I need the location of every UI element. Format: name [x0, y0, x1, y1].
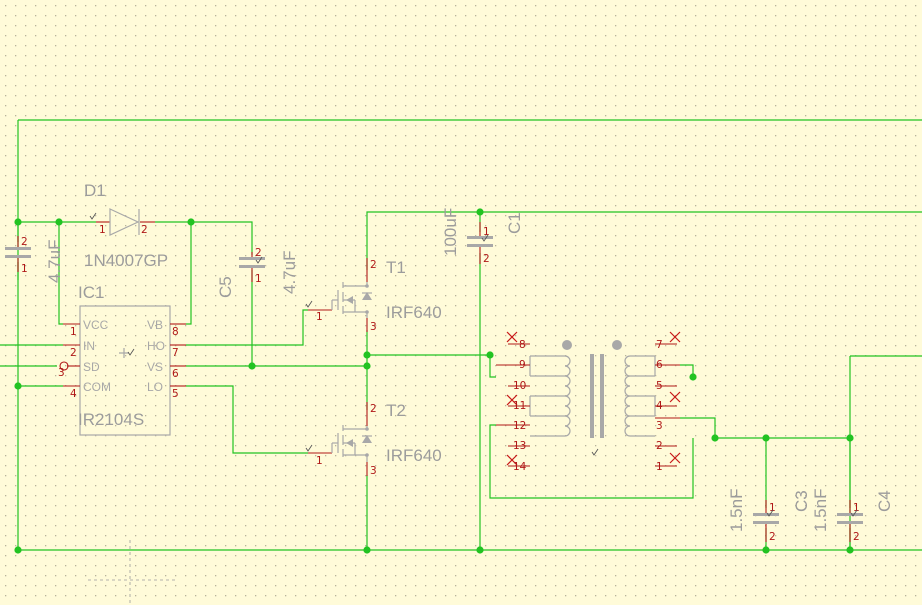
c1-pin-2: 2	[483, 253, 490, 265]
tr-pin-9: 9	[519, 359, 526, 371]
ic1-pin-sd-name: SD	[83, 360, 100, 374]
wire-lo-gate2	[186, 385, 308, 454]
wire-vcc-to-ic	[58, 222, 63, 325]
d1-pin-1: 1	[99, 224, 106, 236]
ic1-pin-vs-name: VS	[147, 360, 163, 374]
ic1-pin-in-num: 2	[70, 347, 77, 359]
junctions	[14, 208, 854, 554]
wire-t1-drain	[366, 211, 922, 270]
t1-pin-source: 3	[370, 321, 377, 333]
d1-value: 1N4007GP	[84, 251, 168, 270]
ic-ir2104s[interactable]: IC1 IR2104S 1 2 3 4 VCC IN SD COM 8 7 6 …	[58, 283, 186, 436]
tr-pin-11: 11	[513, 400, 526, 412]
t1-value: IRF640	[386, 303, 442, 322]
tr-pin-8: 8	[519, 339, 526, 351]
c3-value: 1.5nF	[727, 489, 746, 532]
t2-pin-drain: 2	[370, 403, 377, 415]
c4-pin-2: 2	[853, 531, 860, 543]
tr-pin-10: 10	[513, 380, 526, 392]
ic1-pin-com-name: COM	[83, 380, 111, 394]
ic1-pin-com-num: 4	[70, 388, 77, 400]
t1-pin-drain: 2	[370, 259, 377, 271]
d1-pin-2: 2	[141, 224, 148, 236]
c5-value: 4.7uF	[280, 251, 299, 294]
wire-tr3	[680, 417, 850, 439]
t1-pin-gate: 1	[316, 311, 323, 323]
c-left-value: 4.7uF	[45, 240, 64, 283]
tr-pin-6: 6	[656, 359, 663, 371]
capacitor-c5[interactable]: 2 1 C5 4.7uF	[216, 247, 299, 298]
tr-pin-2: 2	[656, 440, 663, 452]
tr-pin-7: 7	[656, 339, 663, 351]
t2-ref: T2	[386, 401, 406, 420]
mosfet-t1[interactable]: 2 1 3 T1 IRF640	[305, 258, 442, 333]
ic1-pin-lo-name: LO	[147, 380, 163, 394]
t2-pin-source: 3	[370, 465, 377, 477]
t2-pin-gate: 1	[316, 455, 323, 467]
c-left-pin-1: 1	[21, 263, 28, 275]
ic1-pin-vb-num: 8	[172, 326, 179, 338]
c5-pin-1: 1	[255, 273, 262, 285]
ic1-value: IR2104S	[78, 410, 144, 429]
c1-pin-1: 1	[483, 226, 490, 238]
tr-pin-4: 4	[656, 400, 663, 412]
c4-value: 1.5nF	[811, 489, 830, 532]
c3-pin-1: 1	[769, 502, 776, 514]
c3-pin-2: 2	[769, 531, 776, 543]
c3-ref: C3	[792, 490, 811, 512]
capacitor-c1[interactable]: 1 2 100uF C1	[441, 208, 524, 265]
c4-pin-1: 1	[853, 502, 860, 514]
wire-tr6	[680, 364, 694, 377]
mosfet-t2[interactable]: 2 1 3 T2 IRF640	[305, 401, 442, 477]
capacitor-c3[interactable]: 1 2 1.5nF C3	[727, 489, 811, 543]
tr-pin-5: 5	[656, 380, 663, 392]
tr-pin-13: 13	[513, 440, 526, 452]
cursor-crosshair	[88, 540, 178, 605]
ic1-pin-ho-name: HO	[147, 339, 165, 353]
ic1-pin-vcc-name: VCC	[83, 318, 109, 332]
wire-mid-to-tr9	[367, 354, 496, 378]
tr-pin-1: 1	[656, 461, 663, 473]
capacitor-c-left[interactable]: 2 1 4.7uF	[5, 236, 64, 283]
c5-ref: C5	[216, 276, 235, 298]
wire-ho-gate1	[186, 309, 308, 346]
capacitor-c4[interactable]: 1 2 1.5nF C4	[811, 489, 894, 543]
ic1-pin-sd-num: 3	[58, 367, 65, 379]
c1-ref: C1	[505, 212, 524, 234]
d1-ref: D1	[84, 181, 106, 200]
c-left-pin-2: 2	[21, 236, 28, 248]
c4-ref: C4	[875, 490, 894, 512]
ic1-pin-vb-name: VB	[147, 318, 163, 332]
tr-pin-14: 14	[513, 461, 527, 473]
ic1-pin-vs-num: 6	[172, 368, 179, 380]
t2-value: IRF640	[386, 446, 442, 465]
wire-diode-to-c5	[155, 221, 253, 255]
ic1-pin-vcc-num: 1	[70, 326, 77, 338]
transformer[interactable]: 8 9 10 11 12 13 14 7 6 5 4 3 2 1	[496, 331, 681, 473]
ic1-pin-in-name: IN	[83, 339, 95, 353]
ic1-pin-ho-num: 7	[172, 347, 179, 359]
tr-pin-3: 3	[656, 420, 663, 432]
ic1-ref: IC1	[78, 283, 104, 302]
ic1-pin-lo-num: 5	[172, 388, 179, 400]
wire-tr12-loop	[489, 424, 694, 499]
diode-d1[interactable]: 1 2 D1 1N4007GP	[84, 181, 168, 270]
t1-ref: T1	[386, 258, 406, 277]
c5-pin-2: 2	[255, 247, 262, 259]
c1-value: 100uF	[441, 208, 460, 256]
tr-pin-12: 12	[513, 420, 526, 432]
wire-vb	[186, 222, 192, 325]
